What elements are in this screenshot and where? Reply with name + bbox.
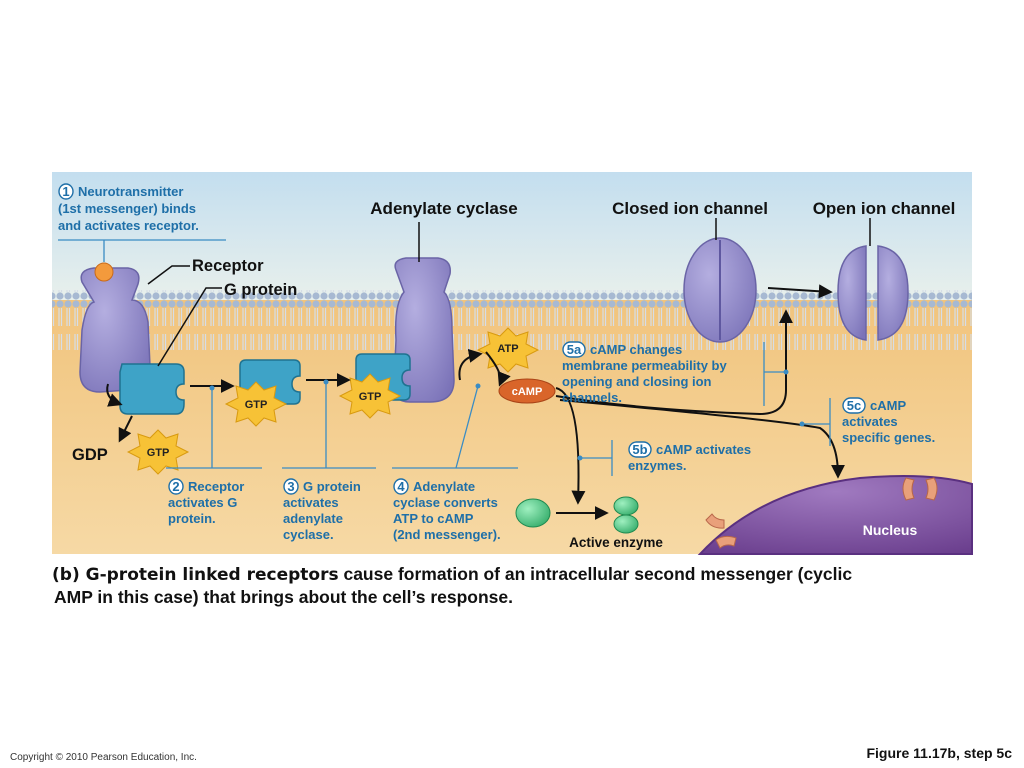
neurotransmitter-icon	[94, 262, 114, 282]
step-text-line: Neurotransmitter	[78, 184, 183, 199]
step-badge	[628, 441, 652, 458]
copyright-text: Copyright © 2010 Pearson Education, Inc.	[10, 752, 197, 763]
step-text-line: activates	[283, 495, 339, 510]
gtp-star-2: GTP	[224, 381, 288, 427]
step-text-line: protein.	[168, 511, 216, 526]
closed-ion-channel-label: Closed ion channel	[612, 199, 768, 218]
nuclear-pore-icon	[705, 477, 938, 549]
open-ion-channel	[837, 245, 909, 341]
step-text-line: cAMP activates	[656, 442, 751, 457]
step-number: 1	[62, 184, 69, 199]
step-text-line: (1st messenger) binds	[58, 201, 196, 216]
step-text-line: cAMP	[870, 398, 906, 413]
step-text-line: activates G	[168, 495, 237, 510]
step-badge	[58, 183, 74, 200]
svg-text:GTP: GTP	[147, 447, 170, 459]
step-number: 5b	[632, 442, 647, 457]
connector-dots	[209, 369, 805, 461]
step-number: 2	[172, 479, 179, 494]
step-text-line: Receptor	[188, 479, 244, 494]
step-text-line: adenylate	[283, 511, 343, 526]
label-leaders	[147, 218, 871, 367]
step-text-line: Adenylate	[413, 479, 475, 494]
step-text-line: cyclase converts	[393, 495, 498, 510]
receptor-label: Receptor	[192, 257, 264, 275]
adenylate-cyclase-label: Adenylate cyclase	[370, 199, 517, 218]
active-enzyme-icon	[613, 496, 639, 534]
caption-lead: (b) G-protein linked receptors	[52, 565, 339, 585]
step-connectors	[58, 239, 831, 476]
figure-caption: (b) G-protein linked receptors cause for…	[52, 563, 972, 608]
figure-number: Figure 11.17b, step 5c	[866, 745, 1012, 761]
step-badge	[562, 341, 586, 358]
step-text-line: channels.	[562, 390, 622, 405]
step-text-line: membrane permeability by	[562, 358, 727, 373]
svg-text:GTP: GTP	[245, 399, 268, 411]
step-text-line: specific genes.	[842, 430, 935, 445]
caption-line1: cause formation of an intracellular seco…	[338, 564, 853, 584]
g-protein-label: G protein	[224, 281, 297, 299]
step-badge	[168, 478, 184, 495]
step-text-line: ATP to cAMP	[393, 511, 474, 526]
g-protein-1	[119, 363, 185, 415]
step-badge	[842, 397, 866, 414]
step-number: 5a	[567, 342, 582, 357]
open-ion-channel-label: Open ion channel	[813, 199, 956, 218]
step-text-line: enzymes.	[628, 458, 687, 473]
active-enzyme-label: Active enzyme	[569, 535, 663, 550]
step-annotations: 1 Neurotransmitter (1st messenger) binds an…	[58, 183, 935, 542]
step-badge	[393, 478, 409, 495]
svg-text:GTP: GTP	[359, 391, 382, 403]
step-number: 4	[397, 479, 405, 494]
svg-text:cAMP: cAMP	[512, 386, 543, 398]
step-text-line: cAMP changes	[590, 342, 682, 357]
step-text-line: activates	[842, 414, 898, 429]
closed-ion-channel	[683, 237, 757, 343]
gtp-star-3: GTP	[338, 373, 402, 419]
step-text-line: G protein	[303, 479, 361, 494]
step-text-line: opening and closing ion	[562, 374, 712, 389]
caption-line2: AMP in this case) that brings about the …	[54, 587, 513, 607]
step-number: 3	[287, 479, 294, 494]
step-text-line: cyclase.	[283, 527, 334, 542]
step-1: 1 Neurotransmitter (1st messenger) binds an…	[58, 183, 199, 233]
gtp-star-1: GTP	[126, 429, 190, 475]
extracellular-space	[52, 172, 972, 302]
step-number: 5c	[847, 398, 861, 413]
svg-text:ATP: ATP	[497, 343, 518, 355]
nucleus-label: Nucleus	[863, 522, 918, 538]
step-text-line: and activates receptor.	[58, 218, 199, 233]
inactive-enzyme-icon	[515, 498, 551, 528]
gdp-label: GDP	[72, 446, 108, 464]
camp-molecule: cAMP	[498, 378, 556, 404]
step-text-line: (2nd messenger).	[393, 527, 501, 542]
step-badge	[283, 478, 299, 495]
